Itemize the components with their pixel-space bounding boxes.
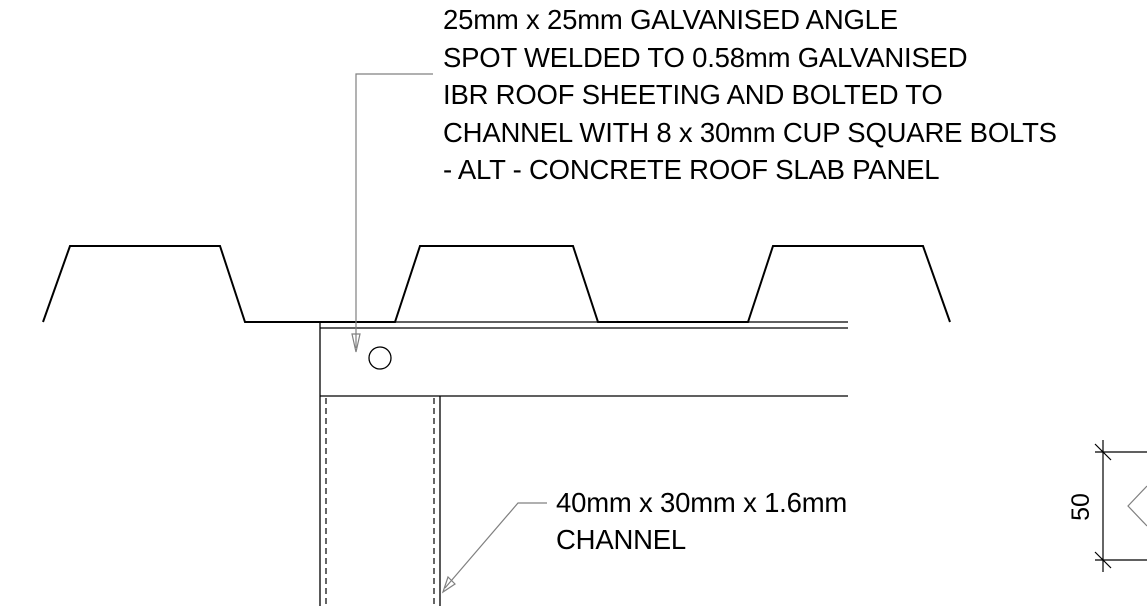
angle-note-line-4: CHANNEL WITH 8 x 30mm CUP SQUARE BOLTS <box>443 117 1057 148</box>
dimension-value: 50 <box>1067 493 1095 521</box>
angle-note-line-2: SPOT WELDED TO 0.58mm GALVANISED <box>443 42 968 73</box>
angle-note-line-3: IBR ROOF SHEETING AND BOLTED TO <box>443 79 943 110</box>
channel-note-line-1: 40mm x 30mm x 1.6mm <box>556 487 848 518</box>
channel-note-line-2: CHANNEL <box>556 524 687 555</box>
channel-leader <box>441 502 547 594</box>
angle-note-line-1: 25mm x 25mm GALVANISED ANGLE <box>443 4 898 35</box>
angle-note-line-5: - ALT - CONCRETE ROOF SLAB PANEL <box>443 154 940 185</box>
cup-square-bolt <box>368 346 392 370</box>
dimension-50 <box>1094 440 1147 572</box>
channel-section <box>319 396 441 606</box>
ibr-roof-sheeting-profile <box>42 245 951 323</box>
galvanised-angle <box>319 321 848 397</box>
angle-leader <box>351 73 433 353</box>
